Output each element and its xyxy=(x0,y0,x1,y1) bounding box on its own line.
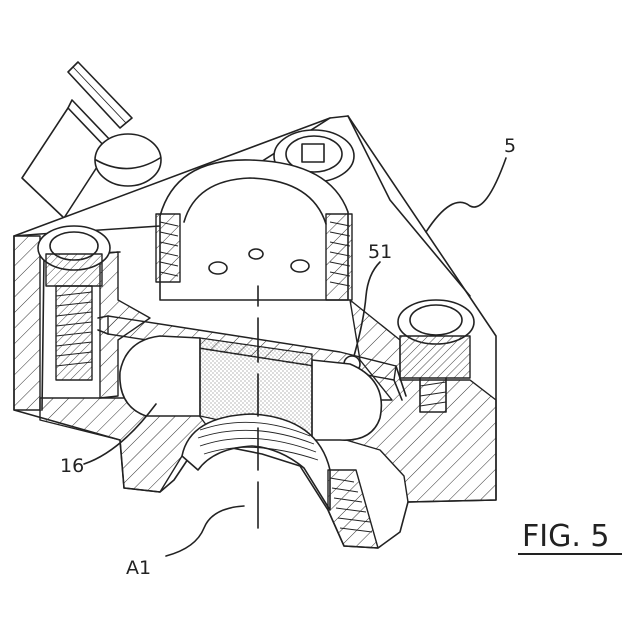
label-axis-a1: A1 xyxy=(126,557,151,579)
label-bore-51: 51 xyxy=(368,241,392,263)
figure-caption-text: FIG. 5 xyxy=(522,519,610,554)
label-housing-5: 5 xyxy=(504,135,516,157)
central-dome xyxy=(156,160,352,300)
figure-caption: FIG. 5 xyxy=(518,519,622,554)
label-insert-16: 16 xyxy=(60,455,84,477)
